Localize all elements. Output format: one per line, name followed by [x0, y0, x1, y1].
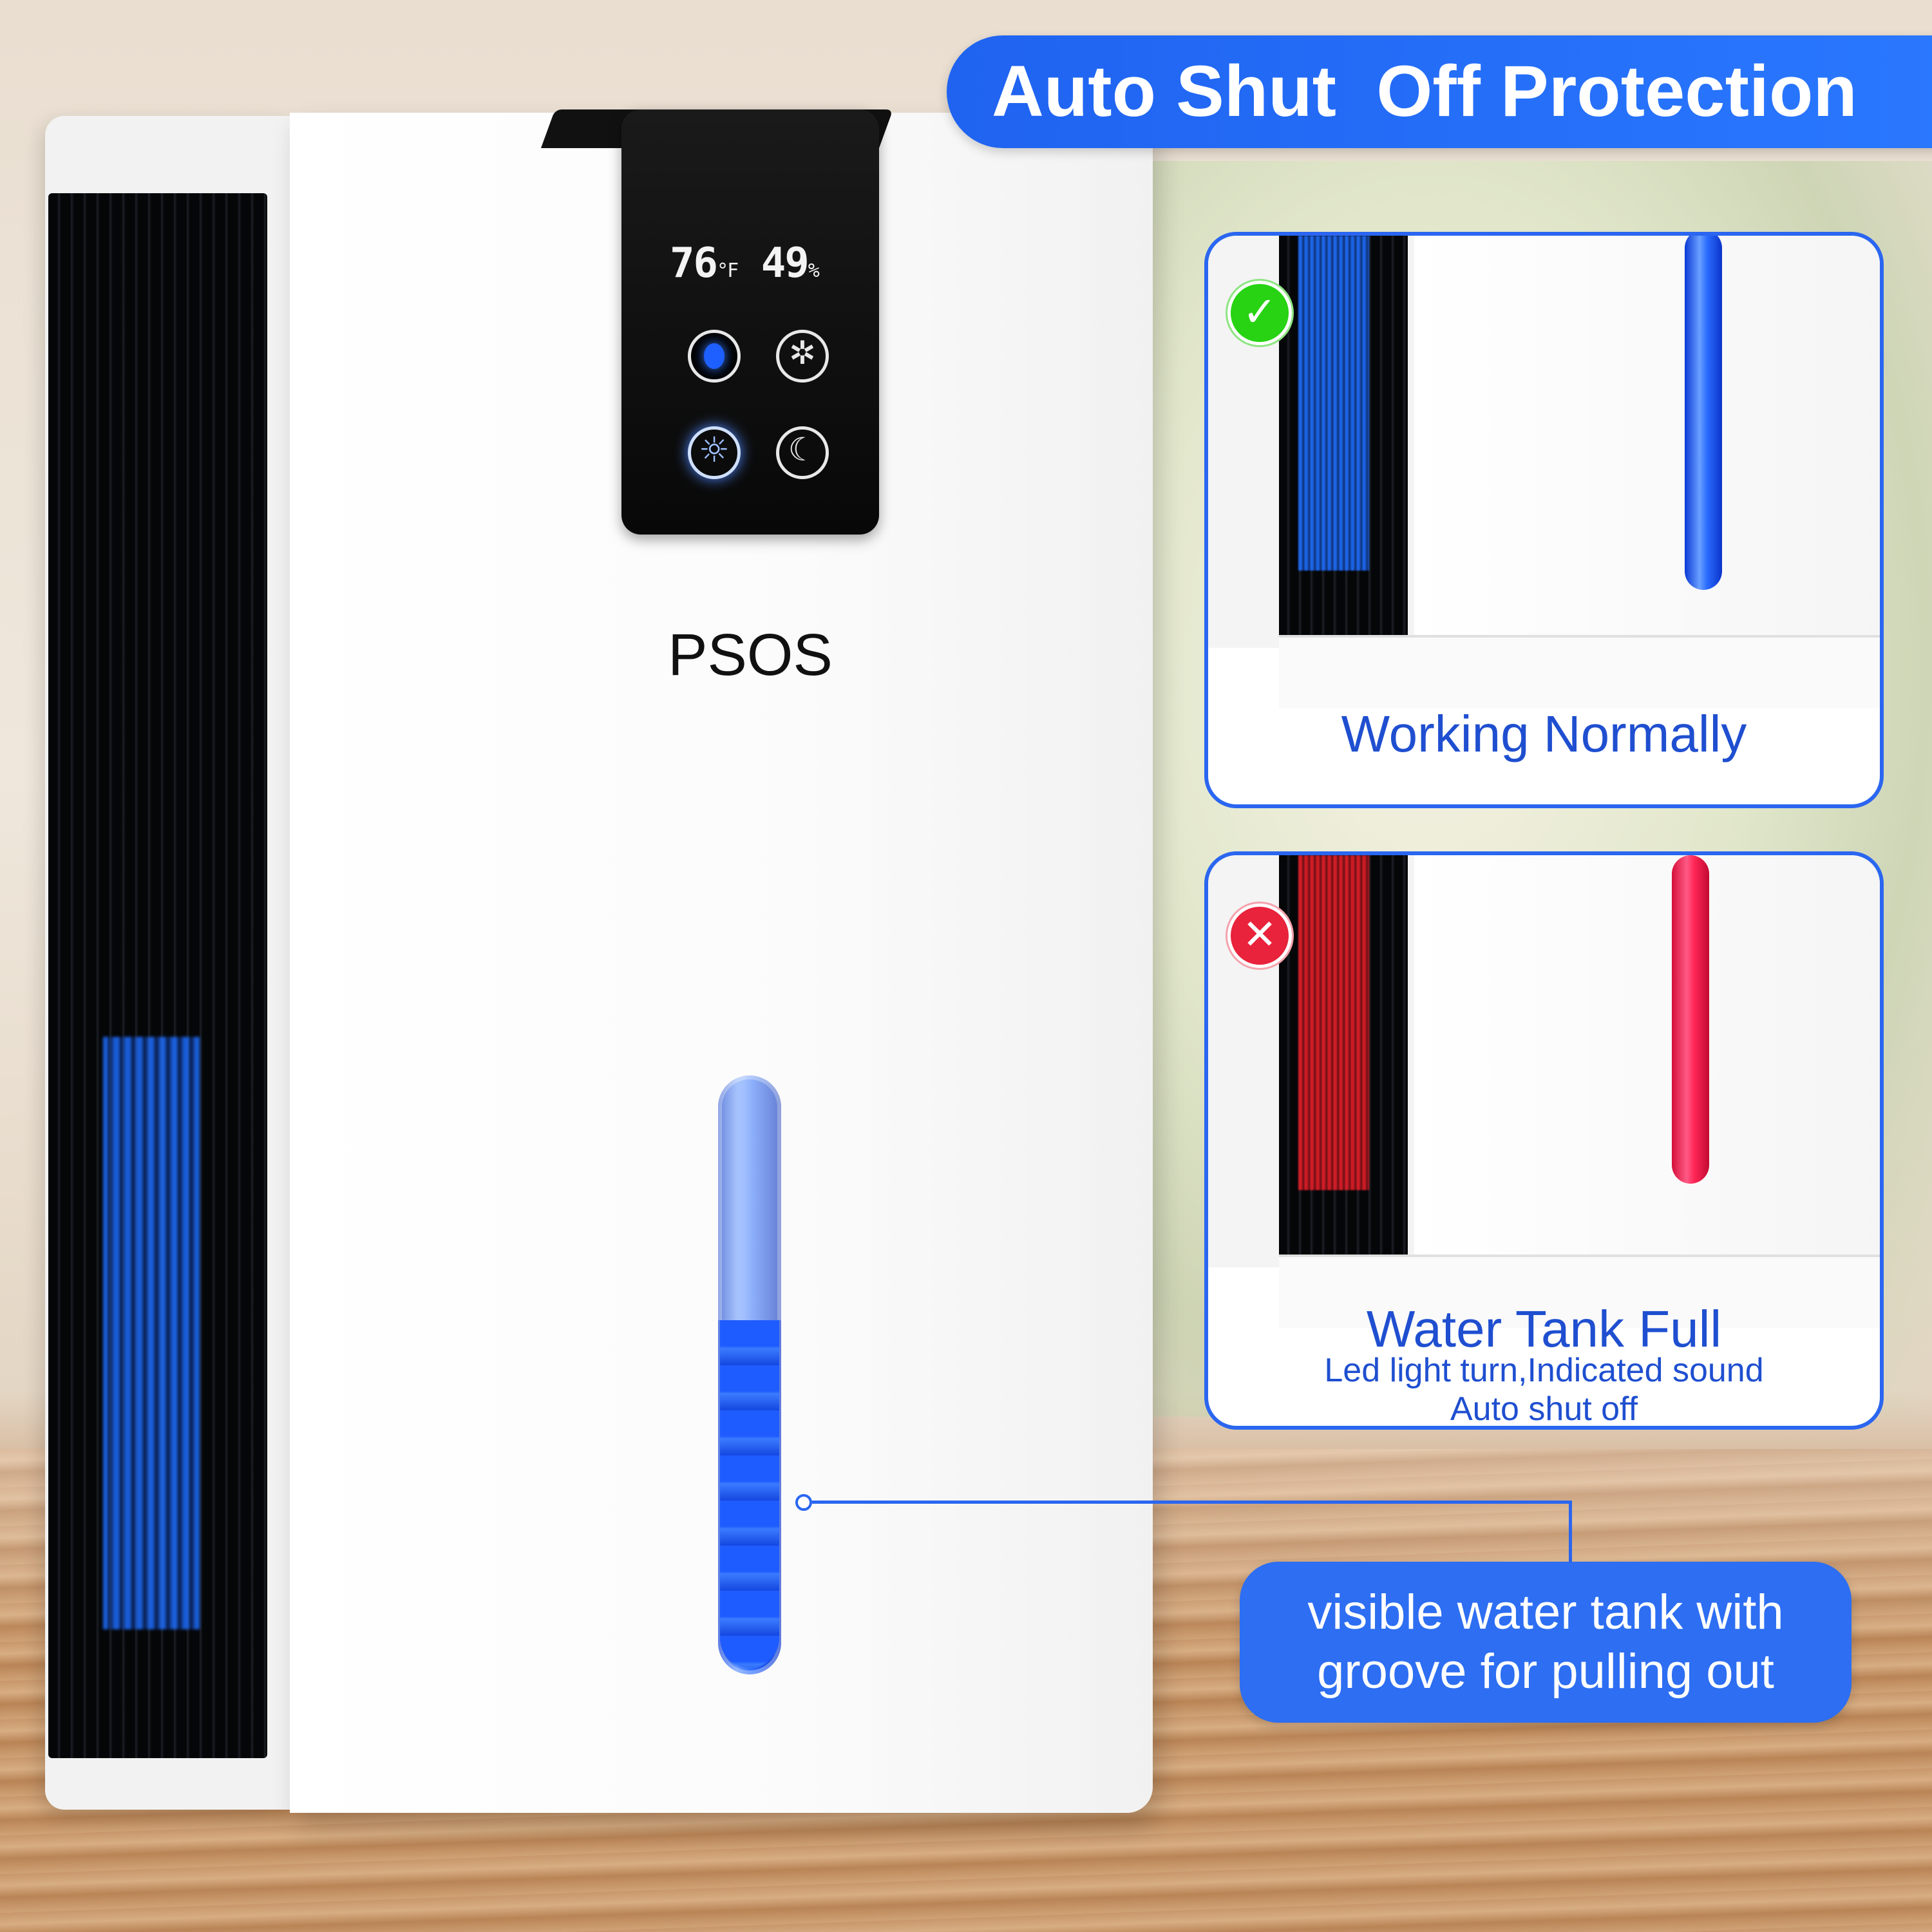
cross-icon: ✕	[1227, 904, 1292, 968]
control-panel	[621, 109, 879, 535]
display-readout: 76°F 49%	[670, 240, 850, 287]
temperature-unit: °F	[717, 260, 739, 282]
card-tank-blue	[1685, 236, 1722, 590]
callout-line-1: visible water tank with	[1307, 1585, 1784, 1640]
humidity-gear-icon[interactable]	[776, 330, 829, 383]
check-icon: ✓	[1227, 281, 1292, 345]
card-title-full: Water Tank Full	[1366, 1300, 1722, 1358]
callout-text: visible water tank with groove for pulli…	[1249, 1583, 1842, 1701]
card-subtitle-line-1: Led light turn,Indicated sound	[1324, 1352, 1764, 1389]
humidity-value: 49	[761, 240, 810, 287]
water-level	[720, 1320, 779, 1668]
card-grille-blue	[1279, 236, 1408, 648]
callout-line-vertical	[1569, 1501, 1572, 1565]
status-card-normal: ✓ Working Normally	[1204, 232, 1884, 808]
card-unit-front	[1414, 855, 1880, 1319]
card-unit-front	[1414, 236, 1880, 699]
card-unit-base	[1279, 1255, 1880, 1328]
power-icon[interactable]	[688, 330, 741, 383]
status-card-full: ✕ Water Tank Full Led light turn,Indicat…	[1204, 851, 1884, 1430]
callout-line-2: groove for pulling out	[1317, 1644, 1774, 1699]
card-grille-red	[1279, 855, 1408, 1267]
callout-bubble	[1240, 1562, 1852, 1723]
water-tank-empty-section	[718, 1075, 781, 1320]
brand-logo: PSOS	[668, 622, 833, 688]
card-tank-red	[1672, 855, 1709, 1184]
temperature-value: 76	[670, 240, 718, 287]
callout-pointer-dot	[795, 1494, 812, 1511]
humidity-unit: %	[808, 260, 820, 282]
light-icon[interactable]	[688, 426, 741, 479]
sleep-moon-icon[interactable]	[776, 426, 829, 479]
blue-led-glow	[103, 1037, 200, 1629]
callout-line	[812, 1501, 1572, 1504]
card-unit-base	[1279, 635, 1880, 708]
title-banner	[947, 35, 1932, 148]
card-subtitle-line-2: Auto shut off	[1450, 1390, 1638, 1428]
banner-title: Auto Shut Off Protection	[992, 51, 1857, 131]
card-title-normal: Working Normally	[1341, 705, 1747, 762]
